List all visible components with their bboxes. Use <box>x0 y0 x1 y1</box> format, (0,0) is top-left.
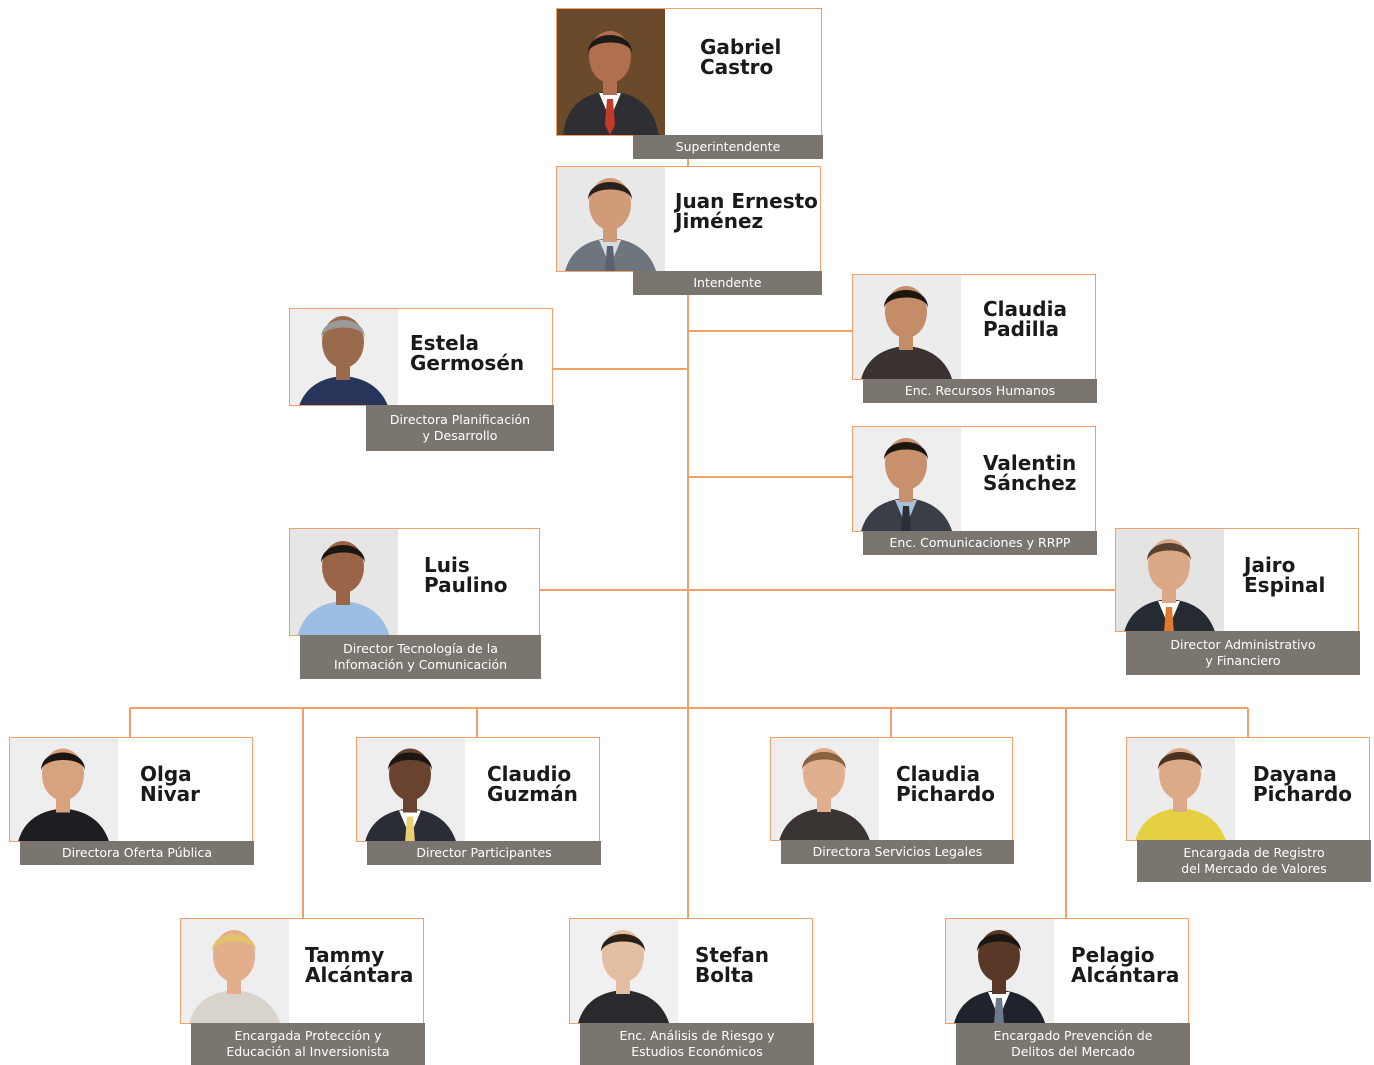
person-role: Encargada Protección y Educación al Inve… <box>191 1023 425 1065</box>
person-last-name: Sánchez <box>983 471 1077 495</box>
person-last-name: Nivar <box>140 782 200 806</box>
person-role: Director Participantes <box>367 841 601 865</box>
person-role: Directora Servicios Legales <box>781 840 1014 864</box>
person-role: Encargado Prevención de Delitos del Merc… <box>956 1023 1190 1065</box>
person-photo <box>570 919 678 1023</box>
person-photo <box>181 919 289 1023</box>
person-photo <box>557 9 665 135</box>
person-last-name: Espinal <box>1244 573 1326 597</box>
person-role: Director Administrativo y Financiero <box>1126 631 1360 675</box>
person-last-name: Paulino <box>424 573 508 597</box>
person-first-name: Dayana <box>1253 762 1337 786</box>
person-photo <box>771 738 879 840</box>
person-first-name: Olga <box>140 762 192 786</box>
person-photo <box>357 738 465 841</box>
person-photo <box>1116 529 1224 631</box>
person-first-name: Juan Ernesto <box>675 189 818 213</box>
person-role: Directora Oferta Pública <box>20 841 254 865</box>
person-role: Enc. Recursos Humanos <box>863 379 1097 403</box>
person-role: Superintendente <box>633 135 823 159</box>
person-last-name: Guzmán <box>487 782 578 806</box>
person-photo <box>290 529 398 635</box>
person-first-name: Tammy <box>305 943 385 967</box>
person-last-name: Pichardo <box>1253 782 1353 806</box>
person-first-name: Claudio <box>487 762 572 786</box>
person-role: Intendente <box>633 271 822 295</box>
person-last-name: Alcántara <box>1071 963 1180 987</box>
person-role: Director Tecnología de la Infomación y C… <box>300 635 541 679</box>
person-last-name: Padilla <box>983 317 1059 341</box>
person-first-name: Jairo <box>1244 553 1296 577</box>
person-first-name: Stefan <box>695 943 769 967</box>
person-last-name: Alcántara <box>305 963 414 987</box>
person-photo <box>557 167 665 271</box>
person-role: Enc. Análisis de Riesgo y Estudios Econó… <box>580 1023 814 1065</box>
person-photo <box>946 919 1054 1023</box>
person-last-name: Pichardo <box>896 782 996 806</box>
person-last-name: Jiménez <box>675 209 764 233</box>
person-first-name: Claudia <box>896 762 980 786</box>
person-first-name: Pelagio <box>1071 943 1155 967</box>
person-first-name: Luis <box>424 553 470 577</box>
person-first-name: Valentin <box>983 451 1077 475</box>
person-photo <box>853 427 961 531</box>
person-last-name: Castro <box>700 55 774 79</box>
person-role: Encargada de Registro del Mercado de Val… <box>1137 840 1371 882</box>
person-photo <box>10 738 118 841</box>
person-photo <box>290 309 398 405</box>
person-last-name: Bolta <box>695 963 754 987</box>
person-role: Directora Planificación y Desarrollo <box>366 405 554 451</box>
person-first-name: Gabriel <box>700 35 782 59</box>
person-first-name: Estela <box>410 331 480 355</box>
person-photo <box>853 275 961 379</box>
person-photo <box>1127 738 1235 840</box>
person-last-name: Germosén <box>410 351 525 375</box>
person-first-name: Claudia <box>983 297 1067 321</box>
person-role: Enc. Comunicaciones y RRPP <box>863 531 1097 555</box>
